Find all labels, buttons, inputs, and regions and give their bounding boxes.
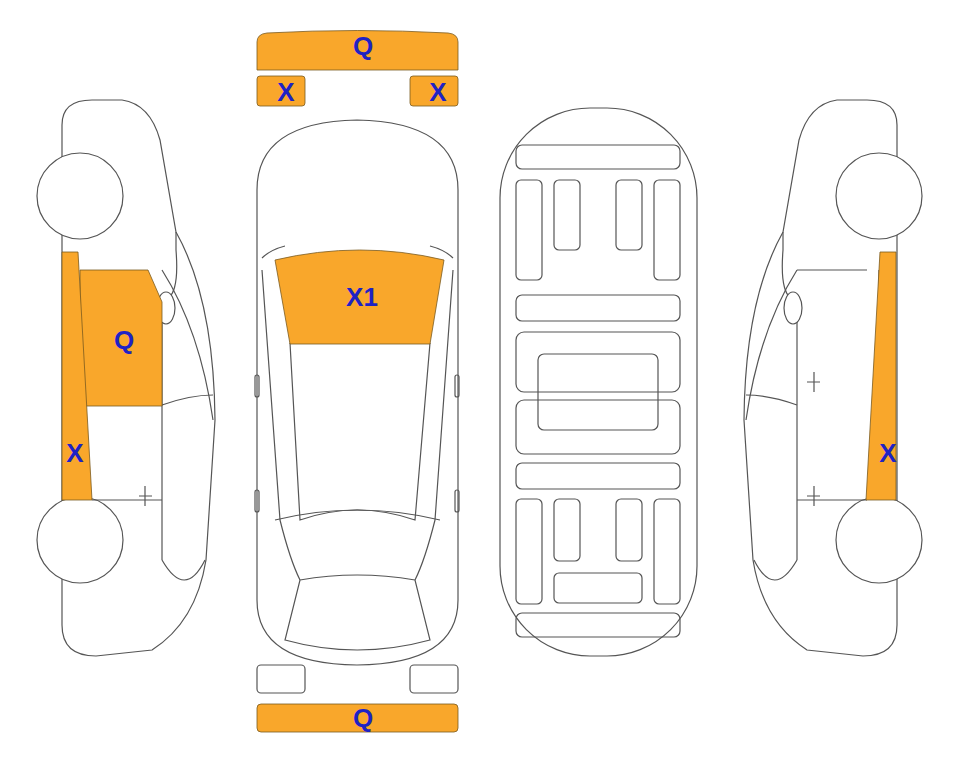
zone-fill [275, 250, 444, 344]
damage-zone: X [410, 76, 458, 106]
zone-fill [410, 76, 458, 106]
zone-fill [257, 704, 458, 732]
zone-fill [80, 270, 162, 406]
damage-code: Q [353, 705, 373, 731]
damage-code: X [277, 79, 294, 105]
underside-view [500, 108, 697, 656]
damage-zone: Q [257, 30, 458, 70]
damage-code: Q [353, 33, 373, 59]
damage-zone: X [60, 252, 94, 502]
zone-fill [257, 31, 458, 71]
damage-zone: X [864, 252, 898, 502]
zone-fill [257, 76, 305, 106]
damage-code: X [66, 440, 83, 466]
damage-zone: X [257, 76, 305, 106]
side-view [744, 100, 922, 656]
top-view [255, 120, 459, 693]
damage-code: X [879, 440, 896, 466]
damage-code: Q [114, 327, 134, 353]
side-view [37, 100, 215, 656]
zone-fill [62, 252, 92, 500]
zone-fill [866, 252, 896, 500]
damage-zone: Q [257, 704, 458, 732]
damage-code: X [429, 79, 446, 105]
damage-zone: X1 [272, 240, 447, 346]
damage-code: X1 [346, 284, 378, 310]
damage-zone: Q [80, 268, 164, 406]
